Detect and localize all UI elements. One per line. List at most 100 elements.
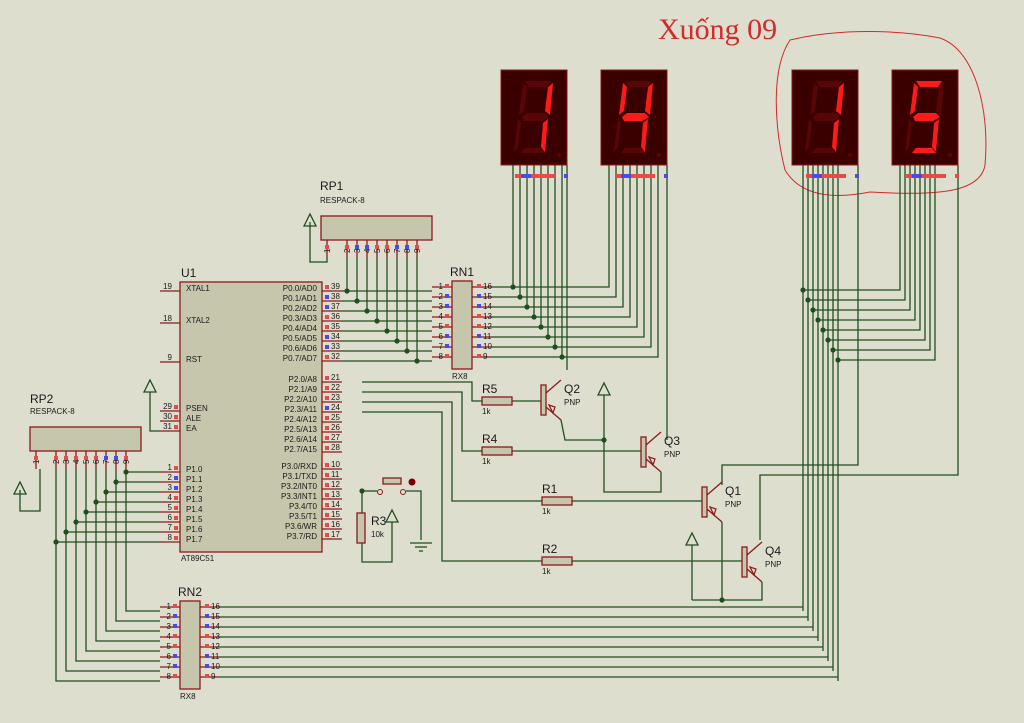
transistor-q1[interactable] xyxy=(701,481,723,523)
rp2-ref: RP2 xyxy=(30,392,54,406)
resistor-ref: R4 xyxy=(482,432,498,446)
pin-name: P0.7/AD7 xyxy=(283,354,318,363)
annotation-title: Xuống 09 xyxy=(658,13,777,46)
vcc-power-icon xyxy=(684,531,700,546)
pin-number: 1 xyxy=(323,248,332,253)
pin-state-indicator xyxy=(325,416,329,420)
resistor-value: 1k xyxy=(542,507,551,516)
wire xyxy=(721,165,859,485)
pin-number: 16 xyxy=(211,602,220,611)
segment-b xyxy=(545,83,553,115)
junction-dot xyxy=(559,354,565,360)
transistor-ref: Q2 xyxy=(564,382,580,396)
pin-name: P2.6/A14 xyxy=(284,435,317,444)
pin-number: 4 xyxy=(72,459,81,464)
pin-state-indicator xyxy=(174,496,178,500)
pin-number: 1 xyxy=(439,282,444,291)
pin-state-indicator xyxy=(325,355,329,359)
pin-name: P3.4/T0 xyxy=(289,502,318,511)
junction-dot xyxy=(830,347,836,353)
pin-state-bar xyxy=(806,174,846,178)
pin-state-indicator xyxy=(325,426,329,430)
pin-number: 35 xyxy=(331,322,340,331)
transistor-type: PNP xyxy=(765,560,781,569)
pin-state-indicator xyxy=(325,325,329,329)
seven-segment-display-1 xyxy=(500,69,568,178)
junction-dot xyxy=(805,297,811,303)
u1-part: AT89C51 xyxy=(181,554,215,563)
pin-name: P2.7/A15 xyxy=(284,445,317,454)
pin-state-indicator xyxy=(325,305,329,309)
wires xyxy=(19,165,959,682)
pin-state-indicator xyxy=(205,674,209,678)
pin-number: 2 xyxy=(168,473,173,482)
pin-state-indicator xyxy=(174,516,178,520)
transistor-q4[interactable] xyxy=(741,541,763,583)
pin-state-indicator xyxy=(445,344,449,348)
segment-c xyxy=(541,119,548,152)
resistor-r2[interactable] xyxy=(541,556,573,566)
rp2-part: RESPACK-8 xyxy=(30,407,75,416)
resistor-pack-rp1[interactable] xyxy=(320,215,433,258)
pin-number: 2 xyxy=(52,459,61,464)
pin-state-indicator xyxy=(104,456,108,460)
wire xyxy=(803,165,901,291)
resistor-value: 1k xyxy=(482,407,491,416)
pin-state-bar xyxy=(515,174,555,178)
resistor-r5[interactable] xyxy=(481,396,513,406)
resistor-r3[interactable] xyxy=(356,512,366,544)
pin-name: P2.3/A11 xyxy=(285,405,318,414)
resistor-network-rn1-ref: RN1 xyxy=(450,265,474,279)
pin-state-indicator xyxy=(173,624,177,628)
reset-push-button[interactable] xyxy=(377,477,416,495)
segment-f xyxy=(810,83,818,115)
wire xyxy=(492,165,624,308)
resistor-network-rn2[interactable] xyxy=(160,600,220,690)
junction-dot xyxy=(354,298,360,304)
resistor-r1[interactable] xyxy=(541,496,573,506)
decimal-point xyxy=(848,153,852,157)
pin-number: 38 xyxy=(331,292,340,301)
vcc-power-icon xyxy=(384,508,400,523)
pin-state-indicator xyxy=(477,304,481,308)
pin-state-indicator xyxy=(445,354,449,358)
transistor-q3[interactable] xyxy=(640,431,662,473)
wire xyxy=(492,165,645,338)
pin-name: P1.3 xyxy=(186,495,203,504)
segment-a xyxy=(625,81,651,87)
resistor-ref: R2 xyxy=(542,542,558,556)
pin-number: 6 xyxy=(92,459,101,464)
pin-state-indicator xyxy=(477,294,481,298)
segment-b xyxy=(645,83,653,115)
pin-state-indicator xyxy=(365,245,369,249)
pin-number: 11 xyxy=(483,332,492,341)
resistor-r4[interactable] xyxy=(481,446,513,456)
pin-name: P1.5 xyxy=(186,515,203,524)
pin-state-indicator xyxy=(174,415,178,419)
button-indicator xyxy=(408,478,416,486)
pin-number: 12 xyxy=(211,642,220,651)
wire xyxy=(65,469,160,672)
pin-name: P3.1/TXD xyxy=(282,472,317,481)
wire xyxy=(406,490,422,540)
pin-name: P1.7 xyxy=(186,535,203,544)
pin-state-indicator xyxy=(325,483,329,487)
pin-number: 4 xyxy=(363,248,372,253)
pin-state-indicator xyxy=(345,245,349,249)
microcontroller-u1[interactable] xyxy=(160,281,342,553)
pin-state-indicator xyxy=(173,634,177,638)
junction-dot xyxy=(374,318,380,324)
segment-g xyxy=(913,113,940,121)
pin-number: 34 xyxy=(331,332,340,341)
pin-number: 6 xyxy=(439,332,444,341)
pin-state-indicator xyxy=(955,174,959,178)
pin-state-indicator xyxy=(173,654,177,658)
pin-state-indicator xyxy=(325,295,329,299)
pin-state-indicator xyxy=(477,284,481,288)
pin-state-indicator xyxy=(477,324,481,328)
pin-state-indicator xyxy=(325,446,329,450)
pin-state-indicator xyxy=(54,456,58,460)
pin-name: XTAL1 xyxy=(186,284,210,293)
transistor-q2[interactable] xyxy=(540,379,562,421)
